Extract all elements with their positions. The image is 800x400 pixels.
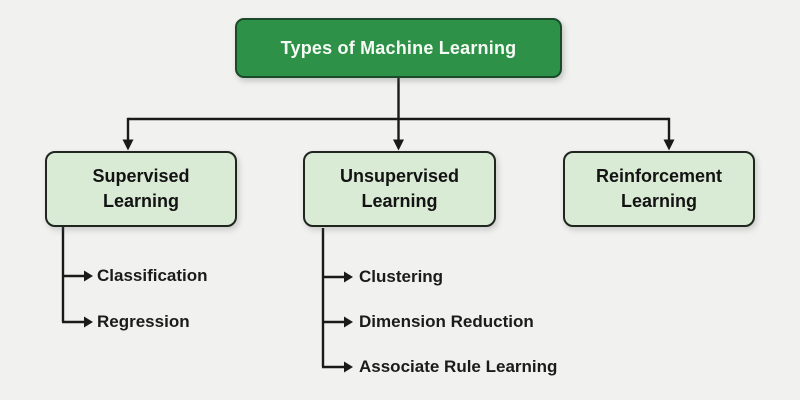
leaf-clustering: Clustering: [359, 267, 444, 286]
leaf-associate-rule-learning: Associate Rule Learning: [359, 357, 558, 376]
root-node-label: Types of Machine Learning: [280, 37, 517, 58]
leaf-dimension-reduction: Dimension Reduction: [359, 312, 534, 331]
arrowhead-right-associate-rule-icon: [344, 361, 353, 373]
node-types-of-machine-learning: Types of Machine Learning: [235, 18, 562, 78]
arrowhead-right-classification-icon: [84, 270, 93, 282]
node-supervised-learning: Supervised Learning: [45, 151, 237, 227]
arrowhead-down-supervised-icon: [122, 139, 134, 151]
arrowhead-down-reinforcement-icon: [663, 139, 675, 151]
arrowhead-down-unsupervised-icon: [393, 139, 404, 151]
branch-label-reinforcement: Reinforcement Learning: [595, 166, 723, 211]
arrowhead-right-clustering-icon: [344, 271, 353, 283]
arrowhead-right-regression-icon: [84, 316, 93, 328]
node-unsupervised-learning: Unsupervised Learning: [303, 151, 496, 227]
leaf-regression: Regression: [97, 312, 190, 331]
leaf-classification: Classification: [97, 266, 208, 285]
branch-label-unsupervised: Unsupervised Learning: [339, 166, 460, 211]
arrowhead-right-dimension-reduction-icon: [344, 316, 353, 328]
branch-label-supervised: Supervised Learning: [92, 166, 190, 211]
node-reinforcement-learning: Reinforcement Learning: [563, 151, 755, 227]
